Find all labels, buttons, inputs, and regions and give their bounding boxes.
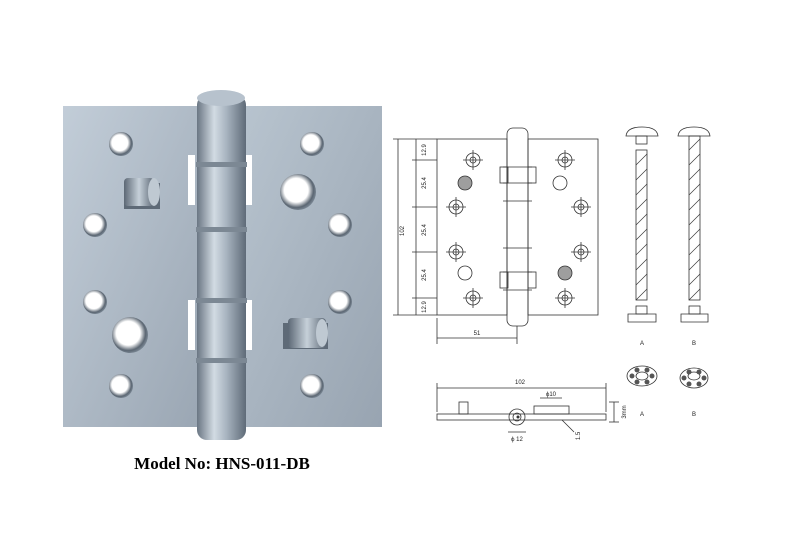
dim-plate: 1.5: [576, 431, 582, 440]
dim-pitch-4: 25.4: [422, 269, 428, 281]
dim-pitch-5: 12.9: [422, 301, 428, 313]
screw-label-b-end: B: [692, 412, 696, 418]
screw-holes-left: [83, 132, 148, 398]
front-view-left-leaf: [436, 138, 508, 316]
dim-thickness: 3mm: [622, 405, 628, 418]
dim-pitch-2: 25.4: [422, 177, 428, 189]
dim-top-width: 102: [515, 380, 526, 386]
hinge-barrel: [196, 90, 247, 440]
dim-knuckle: ϕ 12: [511, 437, 523, 443]
model-caption: Model No: HNS-011-DB: [134, 454, 310, 473]
screw-a-side: [625, 126, 659, 323]
top-view-plate: [436, 413, 607, 421]
front-view-right-leaf: [527, 138, 599, 316]
screw-label-a-end: A: [640, 412, 644, 418]
dim-width: 51: [474, 331, 481, 337]
screw-b-end: [679, 367, 709, 389]
screw-a-end: [626, 365, 658, 387]
dim-pitch-3: 25.4: [422, 224, 428, 236]
screw-b-side: [677, 126, 711, 323]
screw-label-b-side: B: [692, 341, 696, 347]
right-leaf: [240, 106, 382, 427]
front-view-holes: [446, 150, 591, 308]
security-pin-left: [124, 178, 160, 209]
front-view-barrel: [506, 127, 529, 327]
security-pin-right: [283, 318, 328, 349]
left-leaf: [63, 106, 203, 427]
dim-pitch-1: 12.9: [422, 144, 428, 156]
dim-height: 102: [400, 225, 406, 236]
screw-holes-right: [280, 132, 352, 398]
dim-hole: ϕ10: [546, 392, 557, 398]
screw-label-a-side: A: [640, 341, 644, 347]
